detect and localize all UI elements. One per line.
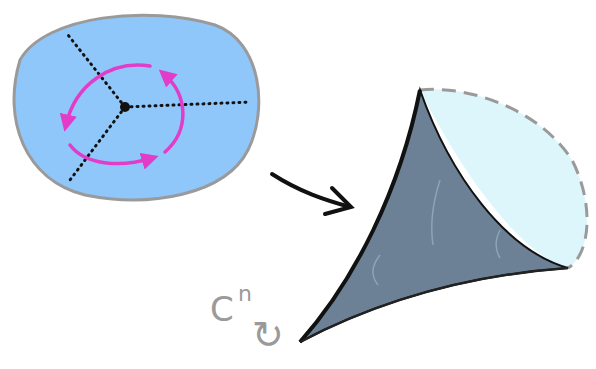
group-label: n: [238, 283, 252, 305]
map-arrow: [272, 174, 351, 214]
disk: [14, 15, 259, 200]
rays: [68, 35, 250, 180]
cone-edge: [300, 90, 420, 342]
cone-body: [300, 90, 568, 342]
cone-shading: [373, 180, 500, 285]
group-label: C: [210, 292, 234, 326]
cone-edge: [300, 268, 568, 342]
center-point: [120, 102, 130, 112]
group-label: ↻: [252, 316, 284, 354]
rotation-arrows: [66, 65, 183, 163]
